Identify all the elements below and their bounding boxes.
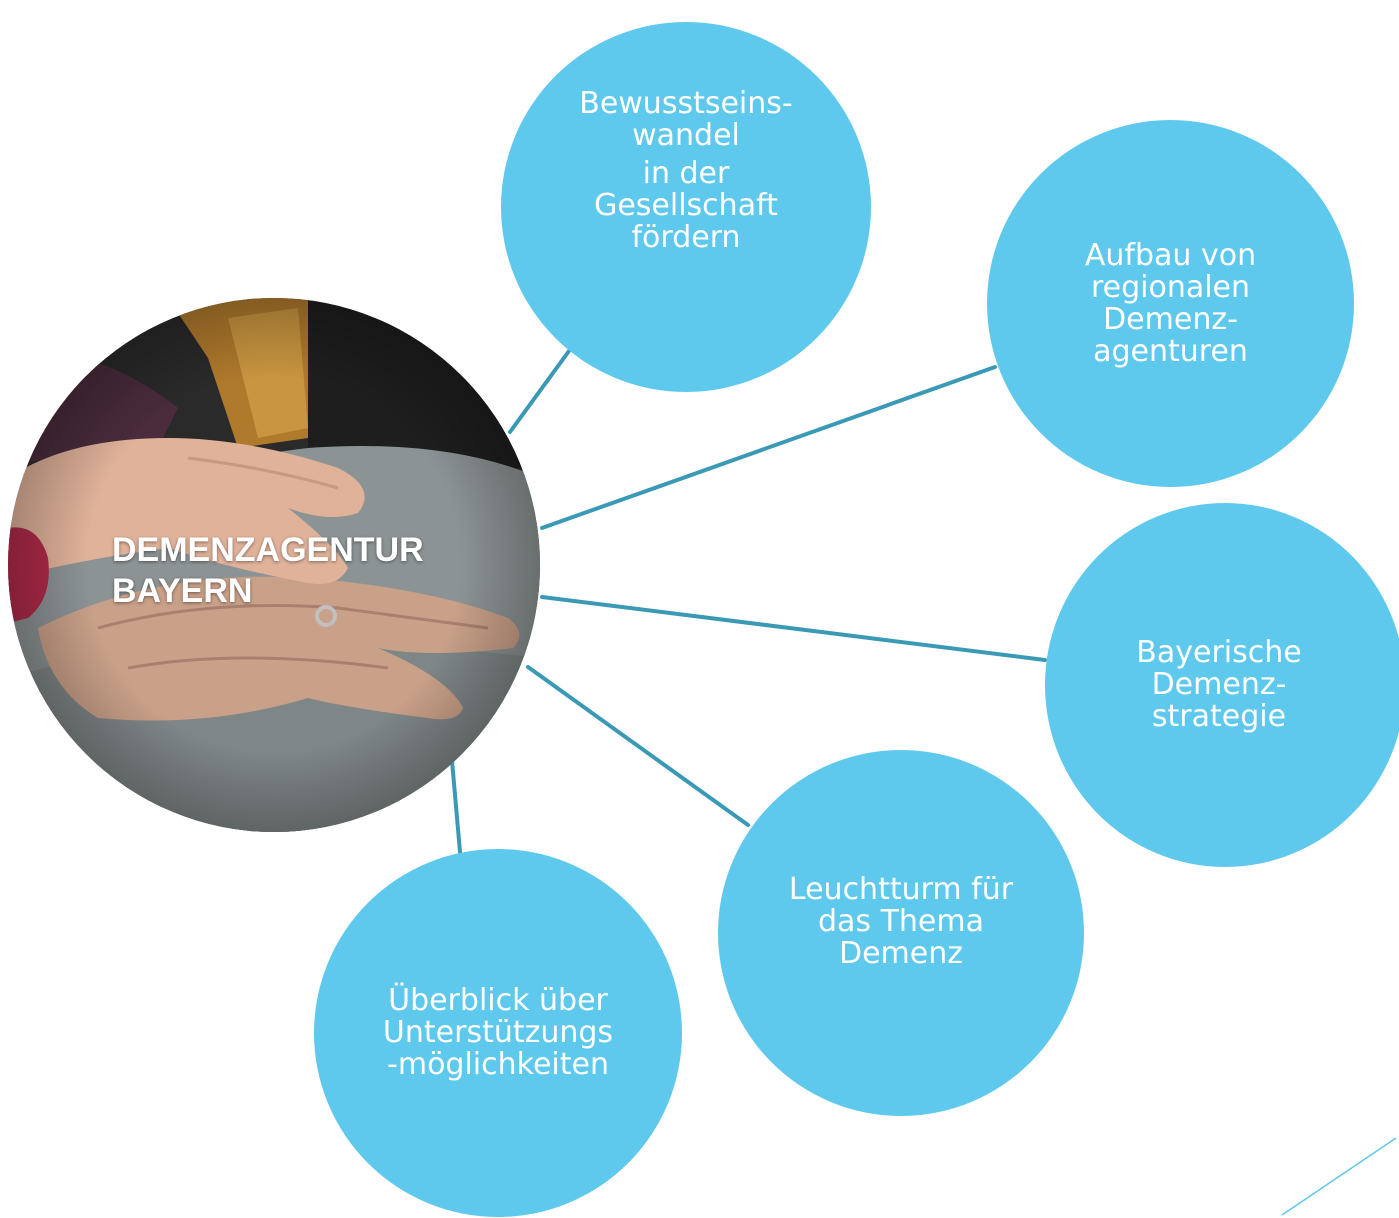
node-aufbau-demenzagenturen: Aufbau von regionalen Demenz- agenturen [987, 120, 1354, 487]
decorative-accent-line [1281, 1137, 1397, 1216]
connector-strategie [540, 595, 1047, 662]
node-ueberblick: Überblick über Unterstützungs -möglichke… [314, 849, 682, 1217]
node-text-line: Leuchtturm für [788, 872, 1014, 907]
connector-leuchtturm [526, 665, 750, 827]
node-text-line: Unterstützungs [382, 1015, 614, 1050]
node-text-line: das Thema [818, 904, 984, 939]
node-text-line: Überblick über [388, 983, 608, 1018]
node-text-line: Bewusstseins- [579, 86, 793, 121]
center-title: DEMENZAGENTUR BAYERN [112, 530, 424, 612]
node-bayerische-demenzstrategie: Bayerische Demenz- strategie [1045, 503, 1399, 867]
elderly-hands-photo [8, 298, 540, 832]
node-text-line: strategie [1151, 699, 1287, 734]
node-text-line: Bayerische [1136, 635, 1302, 670]
node-leuchtturm: Leuchtturm für das Thema Demenz [718, 750, 1084, 1116]
connector-aufbau [540, 365, 997, 530]
node-text-line: in der [642, 156, 730, 191]
center-photo-node: DEMENZAGENTUR BAYERN [8, 298, 540, 832]
node-text-line: Aufbau von [1084, 237, 1257, 273]
node-text-line: Demenz [839, 936, 963, 971]
node-text-line: Demenz- [1103, 301, 1238, 337]
center-title-line1: DEMENZAGENTUR [112, 531, 424, 569]
center-title-line2: BAYERN [112, 572, 253, 610]
node-bewusstseinswandel: Bewusstseins- wandel in der Gesellschaft… [501, 22, 871, 392]
node-text-line: -möglichkeiten [387, 1047, 609, 1082]
node-text-line: regionalen [1090, 269, 1251, 305]
node-text-line: wandel [632, 118, 740, 153]
node-text-line: fördern [631, 220, 741, 255]
node-text-line: Demenz- [1151, 667, 1287, 702]
node-text-line: agenturen [1093, 333, 1248, 369]
node-text-line: Gesellschaft [594, 188, 778, 223]
